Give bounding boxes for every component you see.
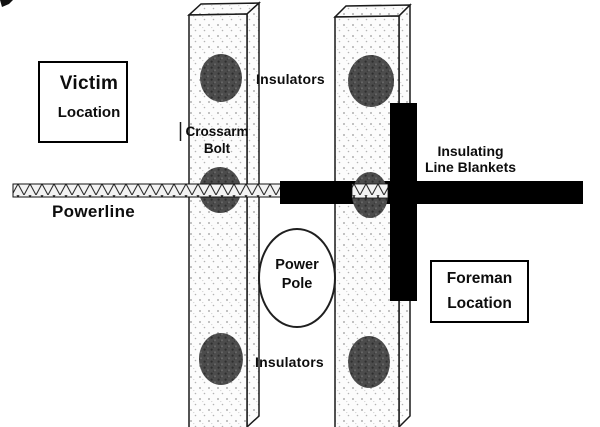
blankets-label-line1: Insulating xyxy=(437,143,504,159)
victim-location-box: Victim Location xyxy=(38,61,128,143)
powerline-over-insulator xyxy=(351,183,389,199)
insulating-line-blankets-label: Insulating Line Blankets xyxy=(420,143,521,175)
foreman-label: Foreman xyxy=(446,270,513,287)
crossarm-bolt-label-line1: Crossarm xyxy=(185,124,249,139)
line-blanket-vertical xyxy=(390,103,417,301)
insulator-left-top xyxy=(200,54,242,102)
power-pole-label-line2: Pole xyxy=(281,275,313,292)
victim-label: Victim xyxy=(59,73,119,94)
insulator-left-bottom xyxy=(199,333,243,385)
foreman-location-label: Location xyxy=(447,295,512,312)
insulator-right-bottom xyxy=(348,336,390,388)
powerline-label: Powerline xyxy=(52,202,136,221)
insulators-bottom-label: Insulators xyxy=(255,354,324,370)
line-blanket-horizontal xyxy=(280,181,583,204)
victim-location-label: Location xyxy=(57,104,121,121)
scan-artifact-mark xyxy=(0,0,13,7)
insulators-top-label: Insulators xyxy=(256,71,325,87)
foreman-location-box: Foreman Location xyxy=(430,260,529,323)
insulator-right-top xyxy=(348,55,394,107)
power-pole-label-line1: Power xyxy=(275,256,319,273)
left-crossarm xyxy=(187,1,261,427)
left-crossarm-front-face xyxy=(188,13,248,427)
blankets-label-line2: Line Blankets xyxy=(424,159,517,175)
crossarm-bolt-label: Crossarm Bolt xyxy=(183,123,251,157)
power-pole-callout: Power Pole xyxy=(258,228,336,328)
crossarm-bolt-label-line2: Bolt xyxy=(203,141,231,156)
